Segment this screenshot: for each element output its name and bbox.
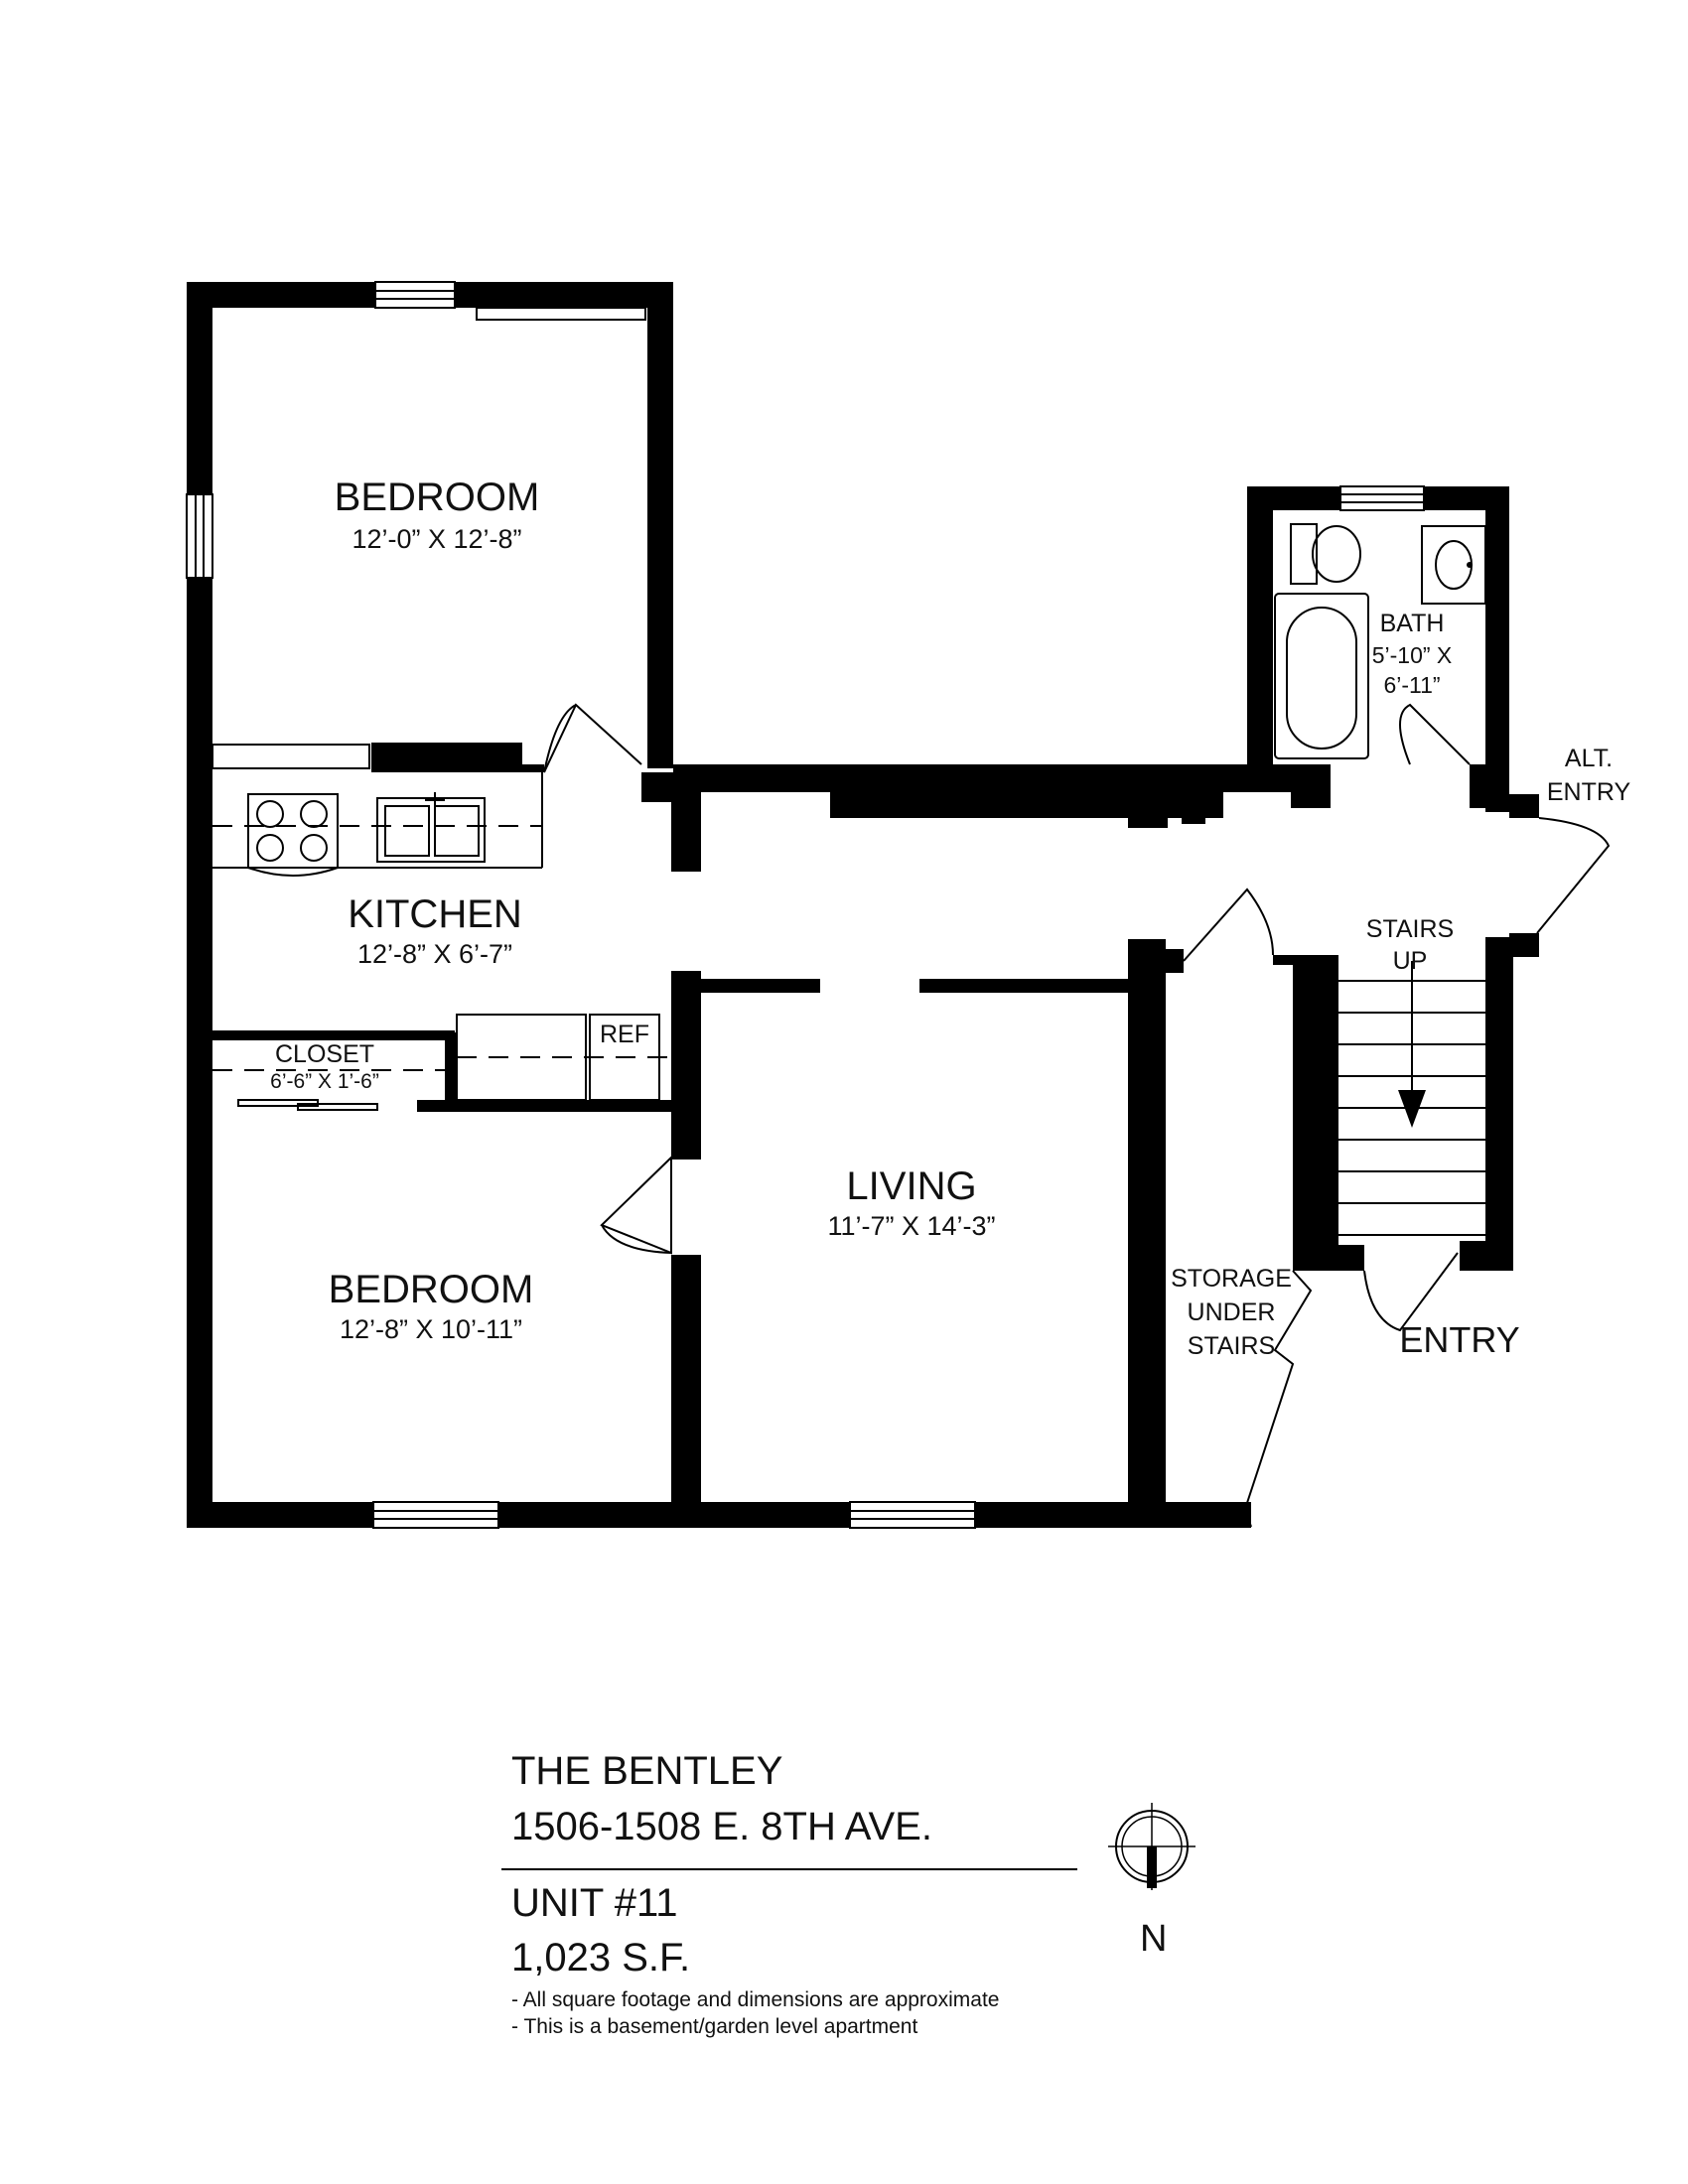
- bath-label: BATH: [1380, 610, 1445, 637]
- wall-alt-entry-jamb: [1485, 788, 1509, 812]
- door-alt-entry: [1536, 817, 1611, 934]
- wall-living-east: [1128, 939, 1166, 1528]
- wall-stair-east-cap: [1509, 933, 1539, 957]
- stairs-label-1: STAIRS: [1366, 915, 1454, 943]
- staircase: [1338, 961, 1485, 1236]
- north-arrow-icon: [1108, 1803, 1196, 1890]
- arrow-down-icon: [1398, 1090, 1426, 1128]
- door-bath: [1399, 703, 1471, 765]
- wall-stair-west: [1293, 955, 1338, 1269]
- door-closet-bedroom1: [476, 307, 646, 321]
- door-storage: [1183, 887, 1274, 962]
- stove-icon: [247, 793, 339, 877]
- wall-alt-entry-jamb2: [1509, 794, 1539, 818]
- wall-corridor-pier: [671, 772, 701, 872]
- north-label: N: [1140, 1918, 1168, 1960]
- windows: [186, 281, 1425, 1529]
- stairs-label-2: UP: [1393, 947, 1428, 975]
- property-address: 1506-1508 E. 8TH AVE.: [511, 1805, 932, 1848]
- kitchen-sink-icon: [376, 792, 486, 863]
- wall-stair-east: [1485, 937, 1513, 1269]
- closet-dims: 6’-6” X 1’-6”: [270, 1070, 379, 1093]
- alt-entry-label-2: ENTRY: [1547, 778, 1631, 806]
- window-living-south: [849, 1501, 976, 1529]
- property-name: THE BENTLEY: [511, 1749, 783, 1793]
- wall-closet-bottom: [417, 1100, 673, 1112]
- wall-living-header-right: [919, 979, 1128, 993]
- refrigerator: [589, 1014, 660, 1101]
- doors: [476, 307, 1611, 1528]
- wall-kitchen-living-header: [701, 979, 820, 993]
- storage-label-2: UNDER: [1188, 1298, 1276, 1326]
- wall-kitchen-living-left: [671, 971, 701, 1160]
- wall-corridor-stub: [641, 772, 675, 802]
- wall-bed2-living: [671, 1255, 701, 1513]
- title-divider: [501, 1868, 1077, 1870]
- wall-east-bedroom: [647, 282, 673, 768]
- storage-label-3: STAIRS: [1188, 1332, 1275, 1360]
- bedroom1-label: BEDROOM: [335, 476, 540, 519]
- wall-bath-east: [1485, 486, 1509, 764]
- window-bedroom1-north: [374, 281, 456, 309]
- square-footage: 1,023 S.F.: [511, 1936, 691, 1979]
- walls: [187, 282, 1539, 1528]
- closet-label: CLOSET: [275, 1040, 374, 1068]
- door-bedroom2: [600, 1155, 672, 1255]
- wall-stair-west-cap: [1273, 955, 1299, 965]
- wall-south: [187, 1502, 1251, 1528]
- note-approximate: - All square footage and dimensions are …: [511, 1988, 1000, 2011]
- fixtures: [211, 523, 1486, 1236]
- wall-bedroom-kitchen: [371, 743, 522, 772]
- wall-living-east-jamb: [1162, 949, 1184, 973]
- door-bedroom1: [543, 703, 642, 773]
- wall-bath-west: [1247, 486, 1273, 774]
- bath-dims-1: 5’-10” X: [1372, 642, 1453, 668]
- toilet-icon: [1290, 523, 1361, 585]
- storage-label-1: STORAGE: [1171, 1265, 1292, 1293]
- bedroom1-dims: 12’-0” X 12’-8”: [352, 524, 521, 554]
- wall-stub: [522, 764, 544, 772]
- bedroom1-closet-shelf: [211, 744, 370, 769]
- wall-corridor-bump: [1128, 804, 1168, 828]
- wall-west: [187, 282, 212, 1528]
- wall-stair-bottom-left: [1293, 1245, 1364, 1271]
- closet-slider-2: [297, 1103, 378, 1111]
- living-dims: 11’-7” X 14’-3”: [827, 1211, 995, 1241]
- bedroom2-label: BEDROOM: [329, 1268, 534, 1311]
- ref-label: REF: [600, 1021, 649, 1048]
- unit-number: UNIT #11: [511, 1881, 678, 1925]
- wall-corridor-end: [1291, 764, 1331, 808]
- entry-label: ENTRY: [1399, 1319, 1519, 1360]
- wall-stair-bottom-right: [1460, 1241, 1513, 1271]
- note-basement: - This is a basement/garden level apartm…: [511, 2015, 918, 2038]
- window-bedroom2-south: [372, 1501, 499, 1529]
- door-entry: [1363, 1252, 1459, 1332]
- window-bedroom1-west: [186, 493, 213, 579]
- bathtub-icon: [1274, 593, 1369, 759]
- bedroom2-dims: 12’-8” X 10’-11”: [340, 1314, 522, 1344]
- bath-sink-icon: [1421, 525, 1486, 605]
- room-labels: BEDROOM 12’-0” X 12’-8” KITCHEN 12’-8” X…: [270, 476, 1630, 1360]
- door-storage-under-stairs: [1244, 1270, 1313, 1528]
- wall-closet-div: [445, 1032, 457, 1106]
- wall-corridor-bump2: [1182, 794, 1205, 824]
- kitchen-label: KITCHEN: [348, 892, 522, 936]
- window-bath-north: [1339, 485, 1425, 511]
- living-label: LIVING: [846, 1164, 976, 1208]
- wall-closet-top: [212, 1030, 455, 1040]
- alt-entry-label-1: ALT.: [1565, 745, 1613, 772]
- kitchen-dims: 12’-8” X 6’-7”: [357, 939, 512, 969]
- bath-dims-2: 6’-11”: [1383, 672, 1440, 698]
